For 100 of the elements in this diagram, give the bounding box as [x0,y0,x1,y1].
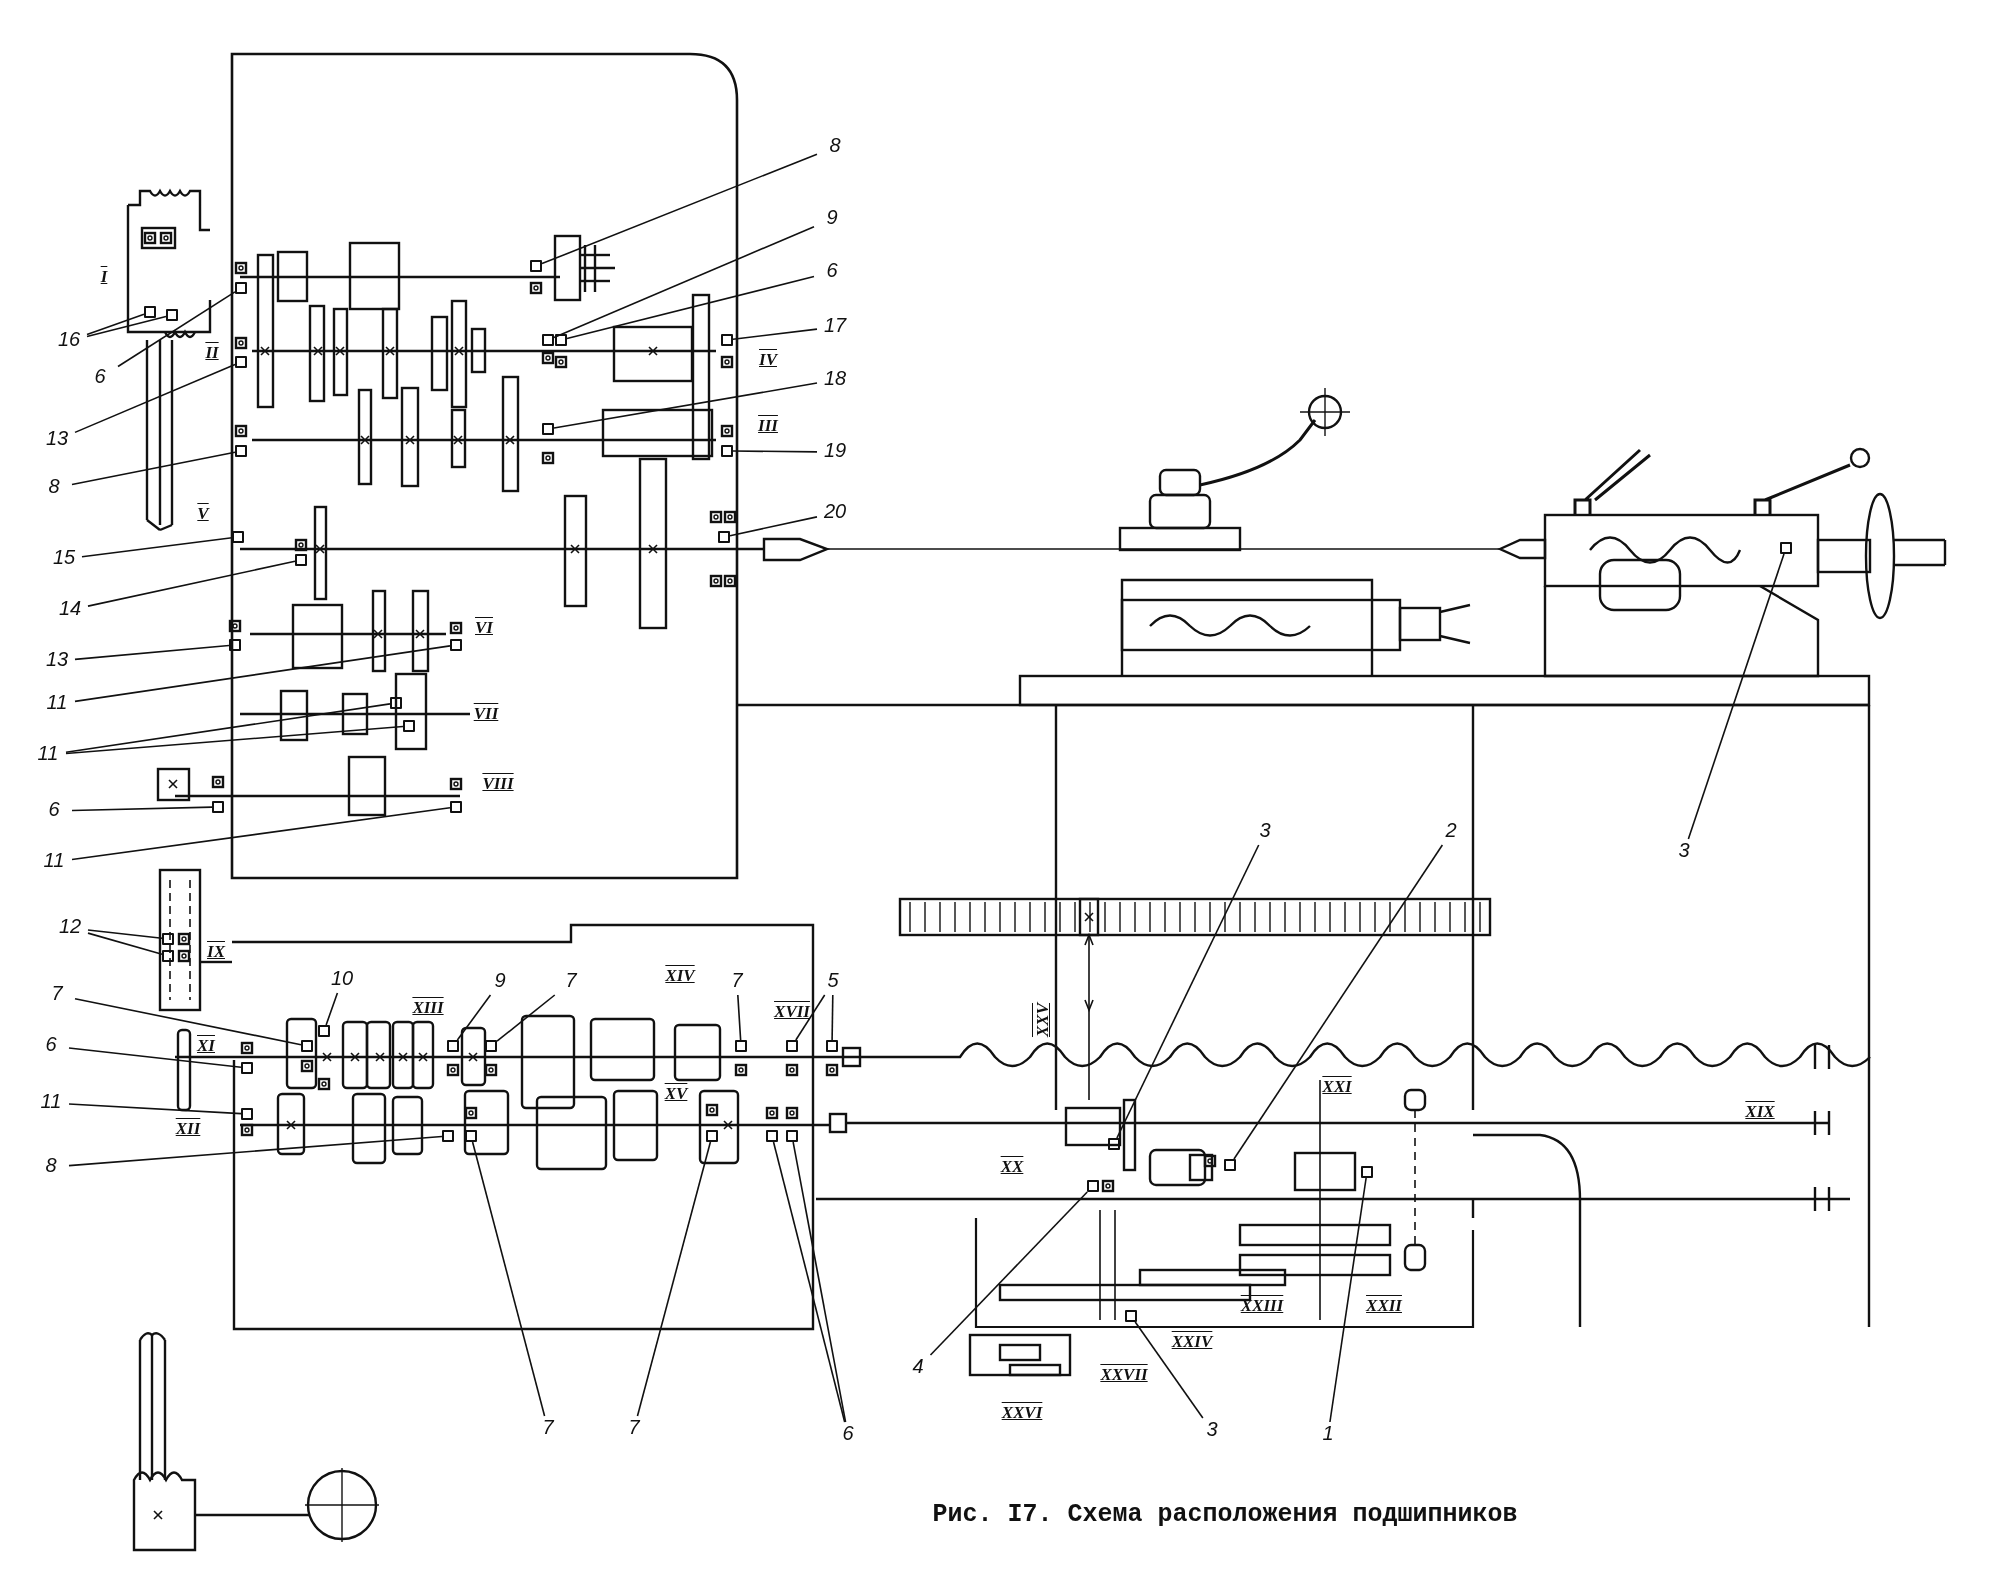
bearing-symbol [721,445,733,457]
shaft-number: XI [197,1036,215,1056]
bearing-symbol [786,1130,798,1142]
bearing-symbol [706,1130,718,1142]
leader-line [795,994,826,1041]
callout-number: 18 [817,367,853,393]
bearing-symbol [485,1040,497,1052]
callout-number: 8 [36,475,72,501]
leader-line [732,328,818,341]
shaft-number: I [100,267,108,287]
callout-number: 6 [830,1422,866,1448]
shaft-number: XX [1000,1157,1024,1177]
callout-number: 11 [36,849,72,875]
leader-line [929,1191,1089,1356]
callout-number: 16 [51,328,87,354]
callout-number: 20 [817,500,853,526]
leader-line [68,1047,242,1069]
leader-line [553,382,818,429]
bearing-symbol [1087,1180,1099,1192]
bearing-symbol [555,334,567,346]
leader-line [732,450,818,453]
leader-line [1687,553,1785,840]
leader-line [1329,1177,1367,1423]
leader-line [636,1141,712,1417]
callout-number: 19 [817,439,853,465]
leader-line [86,315,167,338]
bearing-symbol [766,1130,778,1142]
bearing-symbol [144,306,156,318]
shaft-number: XXIV [1171,1332,1213,1352]
bearing-symbol [403,720,415,732]
leader-line [831,994,834,1041]
callout-number: 12 [52,915,88,941]
shaft-number: XXVI [1001,1403,1043,1423]
leader-line [117,291,236,368]
callout-number: 3 [1666,839,1702,865]
callout-number: 6 [36,798,72,824]
bearing-symbol [318,1025,330,1037]
leader-line [772,1141,846,1423]
callout-number: 6 [82,365,118,391]
leader-line [87,929,163,940]
bearing-symbol [390,697,402,709]
callout-number: 7 [616,1416,652,1442]
callout-number: 3 [1247,819,1283,845]
bearing-symbol [212,801,224,813]
shaft-number: XII [175,1119,201,1139]
callout-number: 7 [39,982,75,1008]
bearing-symbol [1780,542,1792,554]
bearing-symbol [542,423,554,435]
shaft-number: XXV [1033,1003,1053,1037]
shaft-number: V [197,504,209,524]
bearing-symbol [229,639,241,651]
bearing-symbol [235,356,247,368]
shaft-number: XXVII [1100,1365,1148,1385]
shaft-number: XIII [412,998,444,1018]
callout-number: 2 [1433,819,1469,845]
figure-caption: Рис. I7. Схема расположения подшипников [932,1499,1518,1529]
bearing-symbol [295,554,307,566]
leader-line [81,536,233,558]
shaft-number: VIII [482,774,514,794]
shaft-number: XXIII [1240,1296,1284,1316]
leader-line [71,807,451,861]
bearing-symbol [162,950,174,962]
leader-line [74,644,230,661]
callout-number: 13 [39,648,75,674]
shaft-number: VII [473,704,499,724]
shaft-number: XIV [665,966,695,986]
callout-number: 11 [33,1090,69,1116]
shaft-number: XXII [1366,1296,1402,1316]
callout-number: 11 [30,742,66,768]
bearing-symbol [235,282,247,294]
callout-number: 4 [900,1355,936,1381]
bearing-symbol [241,1108,253,1120]
leader-line [496,994,556,1042]
callout-number: 9 [482,969,518,995]
leader-line [65,725,404,755]
leader-line [68,1103,242,1115]
leader-line [792,1141,847,1423]
leader-line [87,932,163,956]
callout-number: 7 [553,969,589,995]
callout-number: 11 [39,691,75,717]
leader-line [1233,844,1444,1160]
leader-line [74,997,302,1046]
shaft-number: IV [759,350,777,370]
bearing-symbol [301,1040,313,1052]
leader-line [71,451,236,486]
bearing-symbol [542,334,554,346]
leader-line [1134,1321,1204,1419]
shaft-number: XVII [774,1002,810,1022]
shaft-number: IX [207,942,225,962]
bearing-symbol [786,1040,798,1052]
callout-number: 10 [324,967,360,993]
bearing-symbol [232,531,244,543]
bearing-symbol [1108,1138,1120,1150]
shaft-number: XV [664,1084,688,1104]
callout-number: 6 [33,1033,69,1059]
bearing-symbol [826,1040,838,1052]
bearing-symbol [718,531,730,543]
bearing-symbol [1224,1159,1236,1171]
callout-number: 8 [33,1154,69,1180]
callout-number: 7 [530,1416,566,1442]
